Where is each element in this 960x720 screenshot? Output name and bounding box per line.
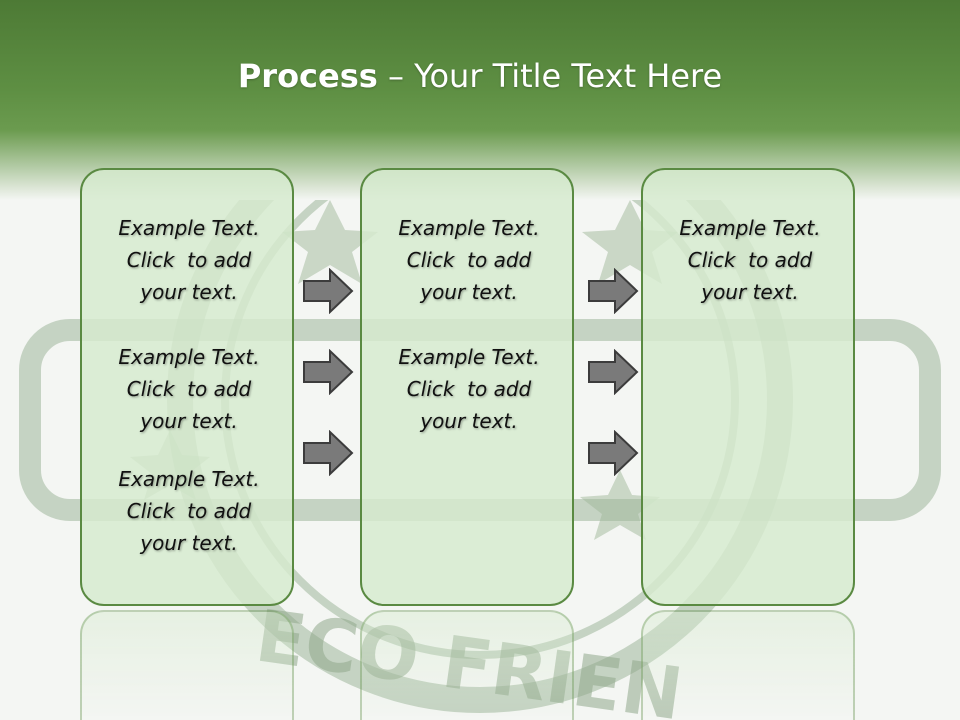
box-1-text-1[interactable]: Example Text. Click to add your text.: [118, 216, 260, 304]
box-3-reflection: [641, 610, 855, 720]
process-box-1[interactable]: Example Text. Click to add your text. Ex…: [80, 168, 294, 606]
box-1-reflection: [80, 610, 294, 720]
title-rest-part: – Your Title Text Here: [377, 57, 723, 95]
box-1-text-3[interactable]: Example Text. Click to add your text.: [118, 467, 260, 555]
process-box-3[interactable]: Example Text. Click to add your text.: [641, 168, 855, 606]
box-3-text-1[interactable]: Example Text. Click to add your text.: [679, 216, 821, 304]
right-arrow-icon[interactable]: [587, 430, 639, 476]
slide-title[interactable]: Process – Your Title Text Here: [0, 52, 960, 100]
box-2-text-2[interactable]: Example Text. Click to add your text.: [398, 345, 540, 433]
right-arrow-icon[interactable]: [587, 268, 639, 314]
right-arrow-icon[interactable]: [302, 349, 354, 395]
box-1-text-2[interactable]: Example Text. Click to add your text.: [118, 345, 260, 433]
right-arrow-icon[interactable]: [302, 268, 354, 314]
box-2-reflection: [360, 610, 574, 720]
right-arrow-icon[interactable]: [587, 349, 639, 395]
process-box-2[interactable]: Example Text. Click to add your text. Ex…: [360, 168, 574, 606]
title-banner: [0, 0, 960, 200]
title-bold-part: Process: [237, 57, 378, 95]
right-arrow-icon[interactable]: [302, 430, 354, 476]
box-2-text-1[interactable]: Example Text. Click to add your text.: [398, 216, 540, 304]
